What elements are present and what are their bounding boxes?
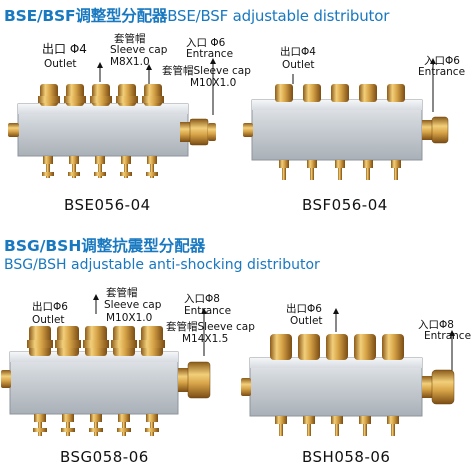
bsg-sleeve-spec: M10X1.0 bbox=[106, 312, 153, 324]
bse-sleeve-spec: M8X1.0 bbox=[110, 56, 150, 68]
bsf-entrance-en: Entrance bbox=[418, 66, 466, 78]
bsh-outlet-cn: 出口Φ6 bbox=[286, 303, 322, 315]
section2-title-en: BSG/BSH adjustable anti-shocking distrib… bbox=[4, 257, 320, 273]
bse-entrance-en: Entrance bbox=[186, 48, 234, 60]
bse-entrance-sleeve: 套管帽Sleeve cap bbox=[162, 65, 251, 77]
bsh-outlet-en: Outlet bbox=[290, 315, 323, 327]
bsf-model-label: BSF056-04 bbox=[302, 196, 388, 214]
section1-title-en: BSE/BSF adjustable distributor bbox=[167, 7, 390, 25]
section1-title-cn: BSE/BSF调整型分配器 bbox=[4, 7, 168, 25]
bsf-outlet-cn: 出口Φ4 bbox=[280, 46, 316, 58]
bsg-sleeve-en: Sleeve cap bbox=[104, 299, 162, 311]
bsh-entrance-cn: 入口Φ8 bbox=[418, 319, 454, 331]
bsh-entrance-en: Entrance bbox=[424, 330, 472, 342]
bsh-model-label: BSH058-06 bbox=[302, 448, 391, 466]
bse-model-label: BSE056-04 bbox=[64, 196, 151, 214]
bse-entrance-cn: 入口 Φ6 bbox=[186, 37, 226, 49]
bsg-outlet-cn: 出口Φ6 bbox=[32, 301, 68, 313]
section2-title-cn: BSG/BSH调整抗震型分配器 bbox=[4, 237, 206, 255]
bsf-entrance-cn: 入口Φ6 bbox=[424, 55, 460, 67]
bsg-entrance-spec: M14X1.5 bbox=[182, 333, 229, 345]
bsf-outlet-en: Outlet bbox=[282, 59, 315, 71]
bsg-model-label: BSG058-06 bbox=[60, 448, 149, 466]
bse-sleeve-cn: 套管帽 bbox=[114, 33, 146, 45]
section1-title: BSE/BSF调整型分配器BSE/BSF adjustable distribu… bbox=[4, 4, 389, 26]
bsg-sleeve-cn: 套管帽 bbox=[106, 287, 138, 299]
bsg-entrance-en: Entrance bbox=[184, 305, 232, 317]
bsg-outlet-en: Outlet bbox=[32, 314, 65, 326]
bsg-entrance-cn: 入口Φ8 bbox=[184, 293, 220, 305]
bse-sleeve-en: Sleeve cap bbox=[110, 44, 168, 56]
bse-outlet-en: Outlet bbox=[44, 58, 77, 70]
bse-outlet-cn: 出口 Φ4 bbox=[42, 42, 87, 56]
bsg-entrance-sleeve: 套管帽Sleeve cap bbox=[166, 321, 255, 333]
